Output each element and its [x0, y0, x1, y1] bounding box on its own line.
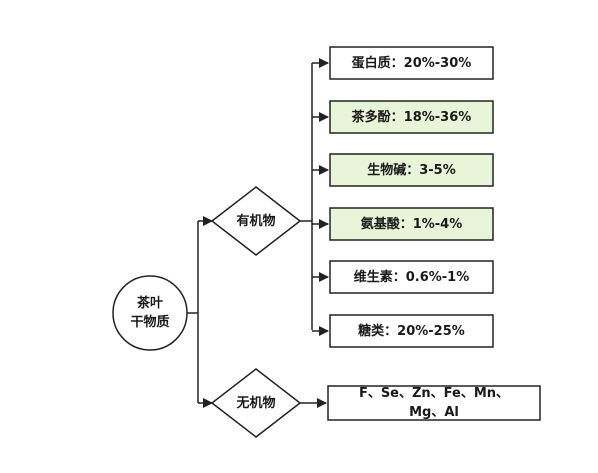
- organic-item-label: 维生素：0.6%-1%: [353, 269, 470, 285]
- inorganic-box: [327, 385, 541, 421]
- organic-label: 有机物: [236, 213, 276, 229]
- root-node-label: 茶叶 干物质: [113, 290, 187, 336]
- inorganic-label: 无机物: [236, 395, 276, 411]
- inorganic-item-line-1: F、Se、Zn、Fe、Mn、: [358, 386, 510, 401]
- inorganic-item-line-2: Mg、Al: [409, 405, 459, 420]
- organic-item-label: 茶多酚：18%-36%: [351, 109, 472, 125]
- root-line-1: 茶叶: [136, 296, 163, 311]
- organic-item-label: 蛋白质：20%-30%: [351, 55, 472, 71]
- organic-item-label: 生物碱：3-5%: [367, 162, 456, 178]
- organic-item-box: [329, 100, 494, 134]
- organic-item-box: [329, 46, 494, 80]
- inorganic-item-label: F、Se、Zn、Fe、Mn、 Mg、Al: [328, 386, 540, 420]
- organic-diamond: [210, 186, 302, 256]
- inorganic-diamond: [210, 368, 302, 438]
- organic-item-box: [329, 207, 494, 241]
- organic-item-box: [329, 153, 494, 187]
- organic-item-label: 氨基酸：1%-4%: [360, 216, 463, 232]
- root-line-2: 干物质: [130, 315, 170, 330]
- organic-item-label: 糖类：20%-25%: [358, 323, 465, 339]
- organic-item-box: [329, 314, 494, 348]
- organic-item-box: [329, 260, 494, 294]
